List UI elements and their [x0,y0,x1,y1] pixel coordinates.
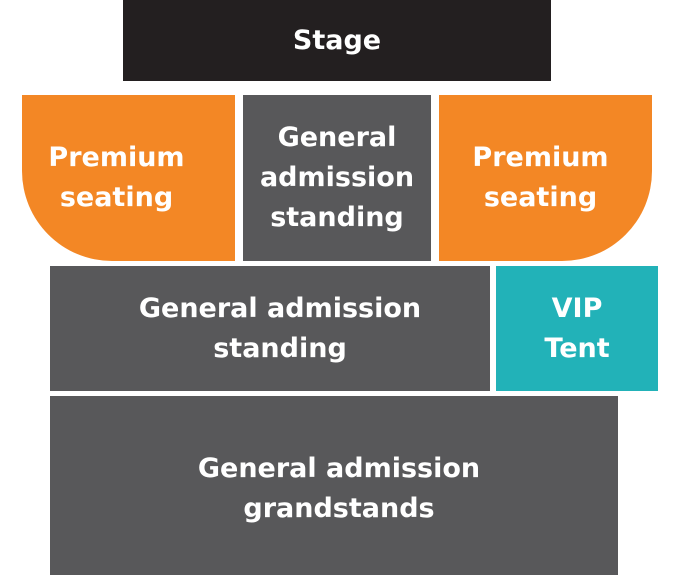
stage-label: Stage [292,24,382,56]
stage-zone: Stage [123,0,551,81]
general-admission-grandstands-label: General admission grandstands [197,452,481,524]
premium-seating-right-zone: Premium seating [439,95,652,261]
general-admission-standing-zone: General admission standing [50,266,490,391]
general-admission-standing-label: General admission standing [138,292,422,364]
vip-tent-label: VIP Tent [544,292,610,364]
general-admission-standing-center-label: General admission standing [259,122,415,233]
premium-seating-right-label: Premium seating [472,142,609,213]
general-admission-grandstands-zone: General admission grandstands [50,396,618,575]
premium-seating-left-label: Premium seating [48,142,185,213]
vip-tent-zone: VIP Tent [496,266,658,391]
premium-seating-left-zone: Premium seating [22,95,235,261]
general-admission-standing-center-zone: General admission standing [243,95,431,261]
